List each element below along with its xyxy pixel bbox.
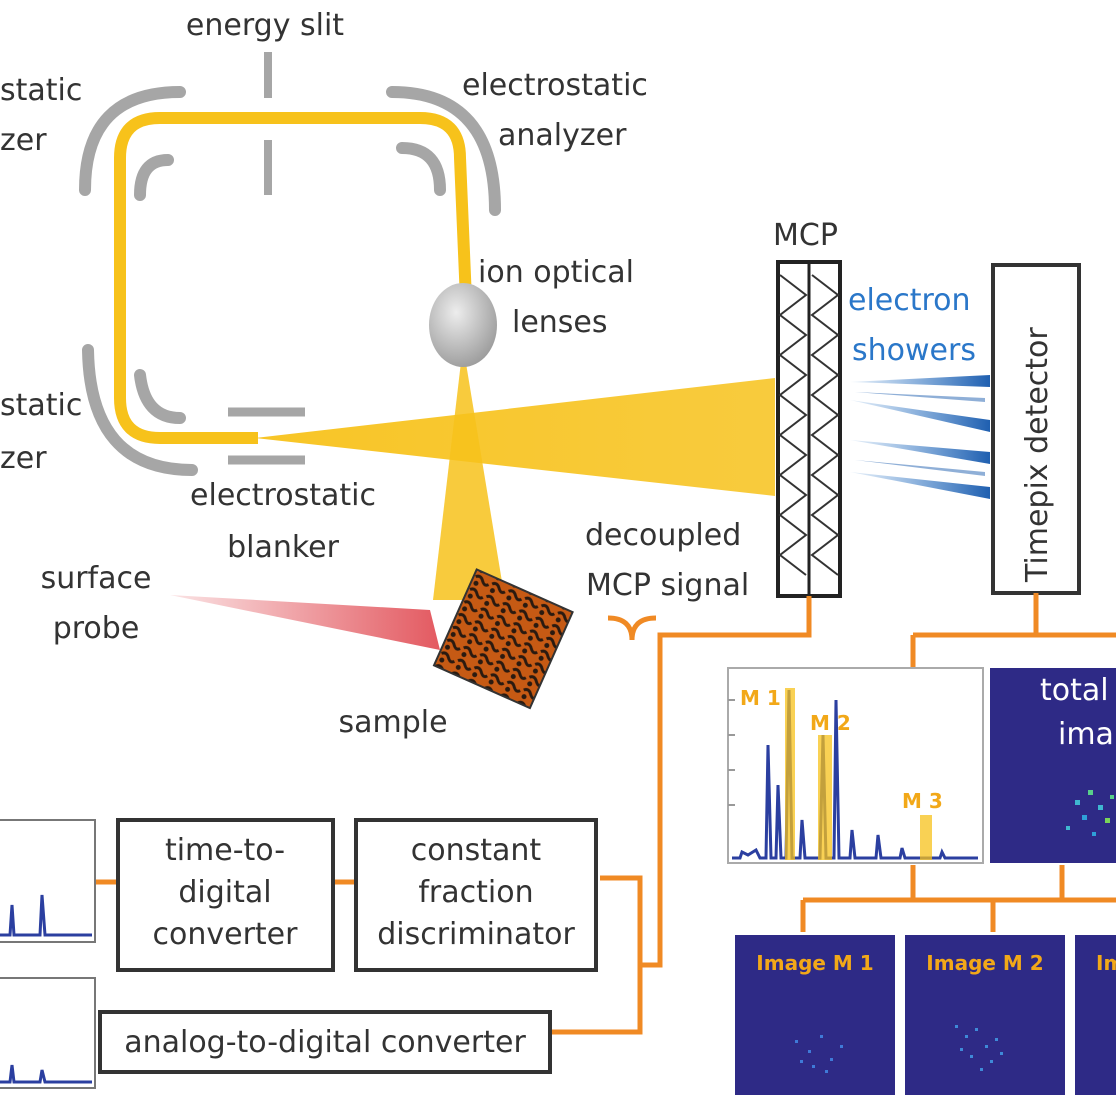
mcp-channels [778, 274, 840, 576]
m3-label: M 3 [902, 789, 943, 813]
m2-gate [818, 735, 832, 860]
total-image-label-2: ima [1058, 717, 1114, 752]
tdc-box [116, 818, 335, 972]
ion-optical-lens [429, 283, 497, 367]
blanker-label-1: electrostatic [190, 478, 376, 513]
mcp-label: MCP [773, 218, 838, 253]
m3-gate [920, 815, 932, 860]
adc-label: analog-to-digital converter [124, 1025, 526, 1060]
decoupled-label-1: decoupled [585, 518, 741, 553]
primary-ion-beam [433, 345, 505, 600]
esa-left-top-label-1: static [0, 73, 82, 108]
adc-box [98, 1010, 552, 1074]
timepix-detector-box [991, 263, 1081, 595]
ion-optical-label-1: ion optical [478, 255, 634, 290]
cfd-label-2: fraction [418, 875, 533, 910]
esa-left-bottom-label-2: zer [0, 441, 47, 476]
m1-label: M 1 [740, 686, 781, 710]
image-m1-panel [735, 935, 895, 1095]
tdc-label-2: digital [178, 875, 271, 910]
m1-gate [785, 688, 795, 860]
esa-left-bottom-label-1: static [0, 388, 82, 423]
ion-optical-label-2: lenses [512, 305, 608, 340]
wire-timepix [910, 593, 1116, 672]
esa-right-label-2: analyzer [498, 118, 627, 153]
sample-label: sample [338, 705, 447, 740]
esa-outer-top-left [79, 86, 186, 196]
adc-spectrum-partial [0, 977, 96, 1089]
tdc-label-3: converter [153, 917, 299, 952]
timepix-detector-label: Timepix detector [1020, 327, 1055, 583]
decoupled-label-2: MCP signal [586, 568, 749, 603]
image-m2-panel [905, 935, 1065, 1095]
electron-showers-label-2: showers [852, 333, 976, 368]
total-image-panel [990, 668, 1116, 863]
electron-showers-label-1: electron [848, 283, 971, 318]
total-image-pixels [1066, 790, 1114, 836]
ion-flight-path [114, 112, 472, 444]
esa-inner-bottom-left [134, 369, 186, 424]
total-image-label-1: total [1040, 673, 1109, 708]
cfd-label-3: discriminator [377, 917, 575, 952]
blanker-label-2: blanker [227, 530, 340, 565]
tdc-spectrum-partial [0, 819, 96, 943]
surface-probe-beam [170, 595, 440, 650]
electron-showers [850, 375, 990, 499]
wire-mcp-signal [550, 596, 812, 1035]
image-m2-label: Image M 2 [926, 951, 1043, 975]
energy-slit-label: energy slit [186, 8, 344, 43]
surface-probe-label-2: probe [53, 611, 140, 646]
sample-block [432, 568, 574, 710]
esa-outer-top-right [386, 86, 501, 216]
esa-right-label-1: electrostatic [462, 68, 648, 103]
esa-left-top-label-2: zer [0, 123, 47, 158]
surface-probe-label-1: surface [41, 561, 152, 596]
wire-decoupled [607, 615, 657, 641]
wire-images [800, 865, 1116, 932]
esa-inner-top-right [396, 142, 446, 196]
image-m3-panel [1075, 935, 1116, 1095]
tdc-label-1: time-to- [165, 833, 285, 868]
image-m1-label: Image M 1 [756, 951, 873, 975]
esa-outer-bottom-left [82, 344, 198, 476]
secondary-ion-fan [255, 378, 775, 496]
m2-label: M 2 [810, 711, 851, 735]
cfd-box [354, 818, 598, 972]
esa-inner-top-left [134, 154, 174, 201]
image-m3-label: Im [1096, 951, 1116, 975]
cfd-label-1: constant [411, 833, 542, 868]
